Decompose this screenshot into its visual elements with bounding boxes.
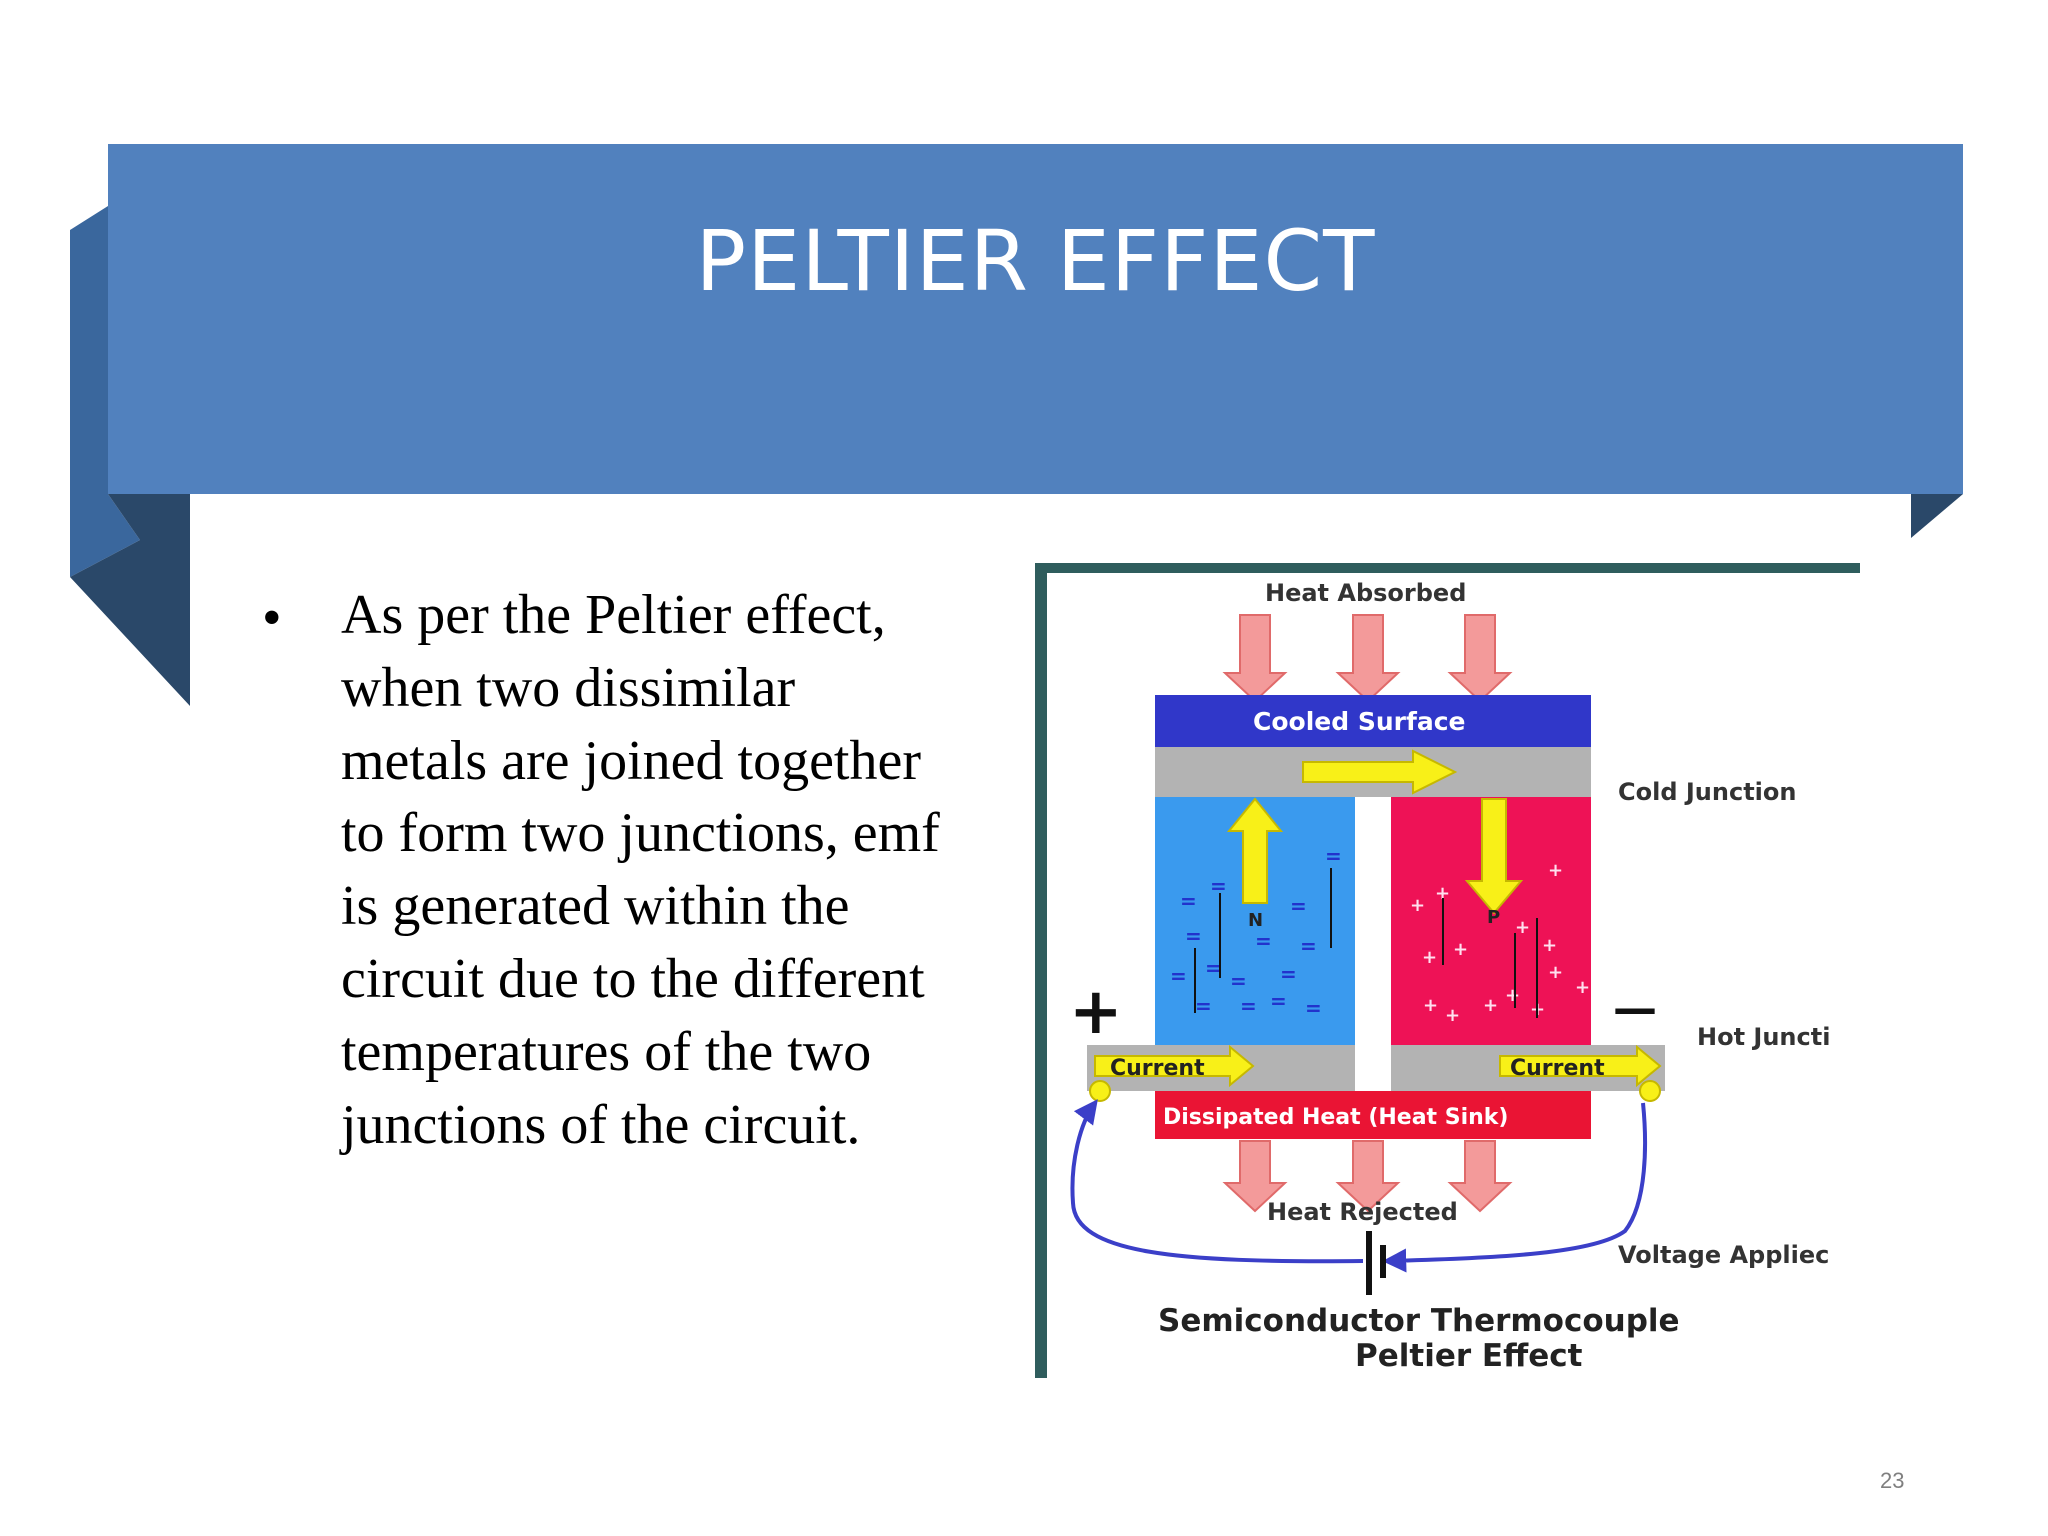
current-right-label: Current xyxy=(1510,1056,1605,1081)
circuit-wire-right xyxy=(1382,1102,1647,1273)
positive-terminal: + xyxy=(1069,975,1123,1049)
svg-text:+: + xyxy=(1445,1005,1460,1026)
page-number: 23 xyxy=(1880,1468,1905,1493)
slide-title: PELTIER EFFECT xyxy=(695,212,1376,310)
p-holes: +++ +++ +++ +++ ++ xyxy=(1410,860,1590,1026)
n-drift-lines xyxy=(1194,868,1332,1013)
svg-text:=: = xyxy=(1240,994,1257,1018)
ribbon-main xyxy=(108,144,1963,494)
circuit-wire-left xyxy=(1070,1099,1364,1264)
ribbon-left-fold xyxy=(70,206,140,577)
svg-text:+: + xyxy=(1575,977,1590,998)
heat-absorbed-label: Heat Absorbed xyxy=(1265,579,1466,607)
svg-text:=: = xyxy=(1205,956,1222,980)
voltage-applied-label: Voltage Appliec xyxy=(1618,1241,1829,1269)
n-electrons: === === === === === xyxy=(1170,844,1342,1020)
svg-text:+: + xyxy=(1515,917,1530,938)
svg-text:=: = xyxy=(1300,934,1317,958)
negative-terminal: — xyxy=(1613,983,1657,1034)
svg-text:+: + xyxy=(1548,962,1563,983)
p-type-label: P xyxy=(1487,907,1500,928)
svg-text:=: = xyxy=(1290,894,1307,918)
svg-text:+: + xyxy=(1548,860,1563,881)
diagram-caption-line1: Semiconductor Thermocouple xyxy=(1158,1303,1680,1339)
svg-text:=: = xyxy=(1255,929,1272,953)
svg-text:=: = xyxy=(1180,889,1197,913)
hot-junction-label: Hot Juncti xyxy=(1697,1023,1830,1051)
svg-text:+: + xyxy=(1542,935,1557,956)
heat-absorbed-arrows xyxy=(1222,614,1513,703)
svg-text:+: + xyxy=(1483,995,1498,1016)
dissipated-heat-label: Dissipated Heat (Heat Sink) xyxy=(1163,1105,1508,1130)
left-contact-dot xyxy=(1089,1080,1111,1102)
svg-text:+: + xyxy=(1505,985,1520,1006)
svg-text:=: = xyxy=(1170,964,1187,988)
n-leg-current-arrow xyxy=(1226,797,1284,904)
svg-text:=: = xyxy=(1305,996,1322,1020)
svg-text:=: = xyxy=(1185,924,1202,948)
n-type-label: N xyxy=(1248,910,1263,931)
right-current-arrow xyxy=(1499,1044,1662,1088)
cooled-surface-label: Cooled Surface xyxy=(1253,707,1465,736)
svg-text:=: = xyxy=(1210,874,1227,898)
heat-rejected-arrows xyxy=(1222,1140,1513,1213)
svg-text:=: = xyxy=(1280,962,1297,986)
svg-text:=: = xyxy=(1325,844,1342,868)
p-drift-lines xyxy=(1442,898,1538,1018)
current-left-label: Current xyxy=(1110,1056,1205,1081)
ribbon-right-shadow xyxy=(1911,494,1963,538)
right-contact-dot xyxy=(1639,1080,1661,1102)
heat-rejected-label: Heat Rejected xyxy=(1267,1198,1458,1226)
cold-junction-label: Cold Junction xyxy=(1618,778,1796,806)
leg-gap xyxy=(1355,797,1391,1075)
svg-text:=: = xyxy=(1270,989,1287,1013)
cooled-surface-bar xyxy=(1155,695,1591,747)
ribbon-left-shadow xyxy=(70,494,190,706)
cold-junction-current-arrow xyxy=(1302,749,1458,795)
diagram-caption-line2: Peltier Effect xyxy=(1355,1338,1583,1374)
svg-text:=: = xyxy=(1195,994,1212,1018)
heat-sink-bar xyxy=(1155,1091,1591,1139)
svg-text:+: + xyxy=(1410,895,1425,916)
diagram-frame-left xyxy=(1035,563,1047,1378)
p-leg-current-arrow xyxy=(1464,798,1524,915)
left-current-arrow xyxy=(1094,1044,1255,1088)
battery-symbol xyxy=(1366,1231,1386,1295)
svg-text:+: + xyxy=(1435,883,1450,904)
peltier-diagram: Heat Absorbed Cooled Surface Cold Juncti… xyxy=(1035,563,1860,1378)
svg-text:=: = xyxy=(1230,969,1247,993)
svg-text:+: + xyxy=(1453,939,1468,960)
bullet-text: As per the Peltier effect, when two diss… xyxy=(341,584,940,1156)
svg-text:+: + xyxy=(1422,947,1437,968)
diagram-frame-top xyxy=(1035,563,1860,573)
bullet-marker: • xyxy=(262,587,282,649)
svg-text:+: + xyxy=(1423,995,1438,1016)
